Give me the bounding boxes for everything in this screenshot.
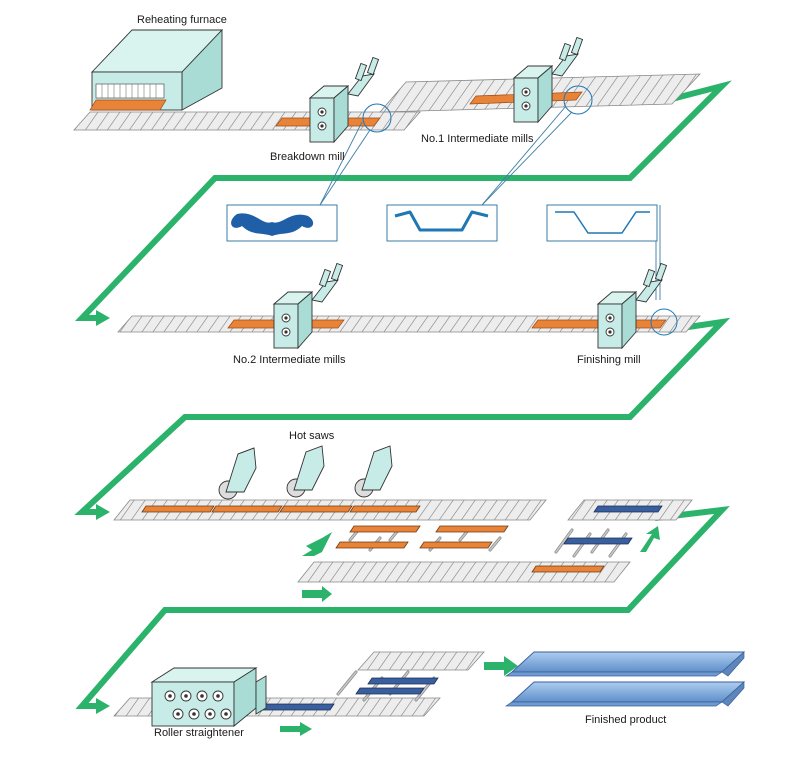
section-profile-icon (546, 204, 658, 242)
flow-arrow-icon (280, 656, 518, 736)
cooled-steel-bar (367, 677, 439, 685)
roller-straightener-icon (150, 667, 267, 727)
hot-saw-icon (218, 447, 257, 500)
hot-saw-icon (354, 445, 393, 498)
callout-lines (319, 105, 661, 300)
hot-steel-bar (531, 565, 605, 573)
rolling-mill-icon (596, 262, 668, 350)
cooled-steel-bar (355, 687, 425, 695)
roller-table-stage4-upper (357, 651, 485, 671)
section-profile-icon (226, 204, 338, 242)
rolling-mill-icon (308, 56, 380, 144)
hot-saw-icon (286, 445, 325, 498)
roller-straightener-label: Roller straightener (154, 727, 244, 739)
section-profile-icon (386, 204, 498, 242)
cooled-steel-bar (593, 505, 663, 513)
hot-steel-bar (419, 541, 493, 549)
hot-saws-label: Hot saws (289, 430, 335, 442)
hot-steel-bar (141, 505, 215, 513)
hot-steel-bar (435, 525, 509, 533)
process-flow-path (74, 80, 732, 709)
finished-product-label: Finished product (585, 714, 667, 726)
hot-steel-bar (211, 505, 283, 513)
no1-intermediate-mills-label: No.1 Intermediate mills (421, 133, 534, 145)
reheating-furnace-icon (89, 28, 224, 111)
profile-callout-circle (650, 308, 678, 336)
finished-product-icon (504, 651, 746, 707)
hot-steel-bar (279, 505, 353, 513)
profile-callout-circle (563, 85, 593, 115)
hot-steel-bar (349, 505, 421, 513)
finishing-mill-label: Finishing mill (577, 354, 641, 366)
rolling-mill-icon (272, 262, 344, 350)
rolling-mill-icon (512, 36, 584, 124)
reheating-furnace-label: Reheating furnace (137, 14, 227, 26)
flow-arrow-icon (302, 526, 660, 602)
breakdown-mill-label: Breakdown mill (270, 151, 345, 163)
profile-callout-circle (362, 103, 392, 133)
cooled-steel-bar (261, 703, 335, 711)
hot-steel-bar (335, 541, 409, 549)
flow-arrow-icon (96, 310, 110, 714)
cooled-steel-bar (563, 537, 633, 545)
hot-steel-bar (349, 525, 421, 533)
no2-intermediate-mills-label: No.2 Intermediate mills (233, 354, 346, 366)
